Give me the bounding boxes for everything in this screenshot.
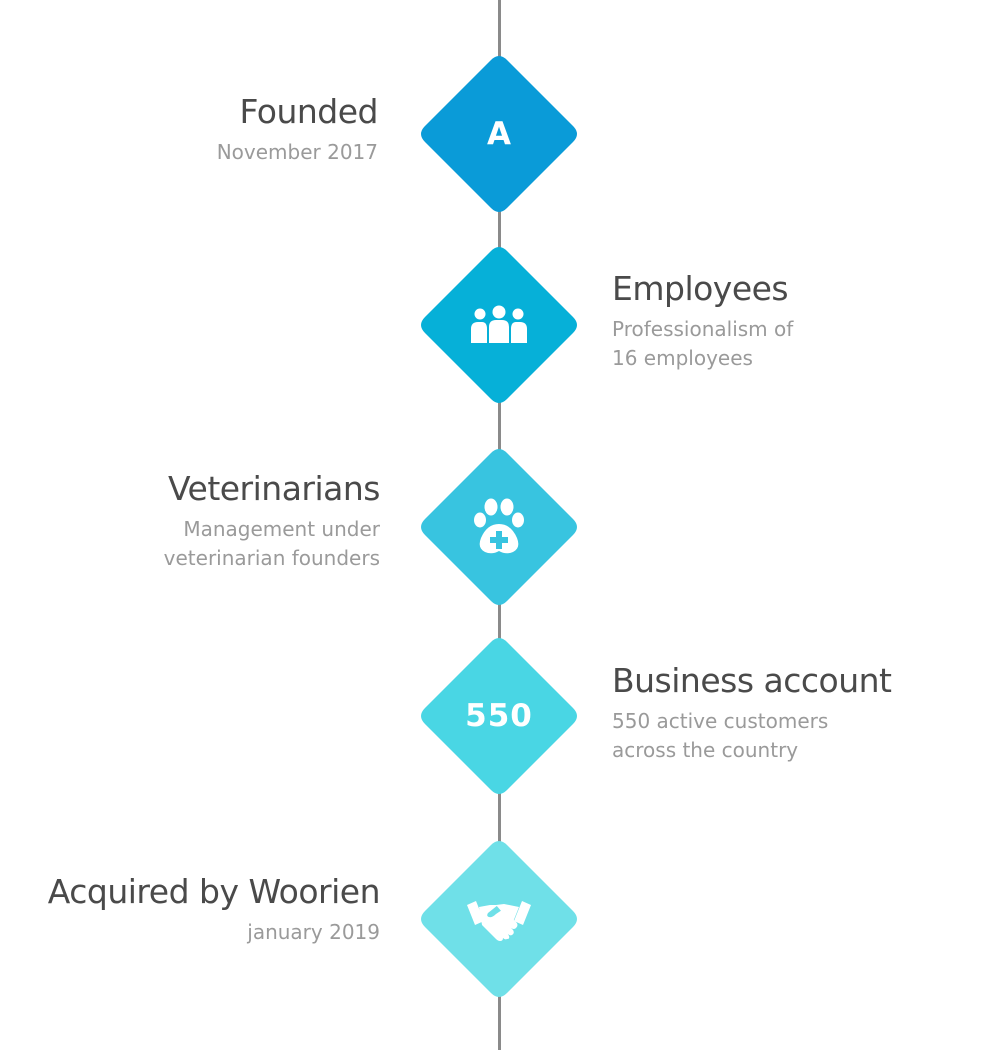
letter-a-icon: A — [487, 116, 511, 152]
item-desc: january 2019 — [247, 920, 380, 944]
item-title: Veterinarians — [168, 469, 381, 508]
item-desc: Professionalism of 16 employees — [612, 315, 972, 373]
item-title: Acquired by Woorien — [47, 872, 381, 911]
timeline-item-founded: Founded November 2017 — [18, 92, 379, 167]
number-550-icon: 550 — [465, 698, 533, 734]
item-desc: Management under veterinarian founders — [20, 515, 380, 573]
desc-line: across the country — [612, 738, 799, 762]
timeline-item-business-account: Business account 550 active customers ac… — [612, 661, 972, 765]
item-desc: 550 active customers across the country — [612, 707, 972, 765]
item-title: Employees — [612, 269, 789, 308]
item-title: Founded — [239, 92, 378, 131]
paw-plus-icon — [417, 445, 581, 609]
timeline-node-employees — [417, 243, 581, 407]
timeline-item-veterinarians: Veterinarians Management under veterinar… — [20, 469, 381, 573]
desc-line: veterinarian founders — [163, 546, 380, 570]
diamond-shape — [421, 56, 577, 212]
diamond-shape — [421, 638, 577, 794]
timeline-node-business-account: 550 — [417, 634, 581, 798]
people-group-icon — [417, 243, 581, 407]
timeline-item-employees: Employees Professionalism of 16 employee… — [612, 269, 972, 373]
desc-line: Management under — [183, 517, 380, 541]
timeline-item-acquired: Acquired by Woorien january 2019 — [20, 872, 381, 947]
timeline-node-veterinarians — [417, 445, 581, 609]
desc-line: 550 active customers — [612, 709, 829, 733]
item-title: Business account — [612, 661, 892, 700]
item-desc: November 2017 — [216, 140, 378, 164]
desc-line: 16 employees — [612, 346, 753, 370]
timeline-node-acquired — [417, 837, 581, 1001]
desc-line: Professionalism of — [612, 317, 794, 341]
handshake-icon — [417, 837, 581, 1001]
timeline-node-founded: A — [417, 52, 581, 216]
